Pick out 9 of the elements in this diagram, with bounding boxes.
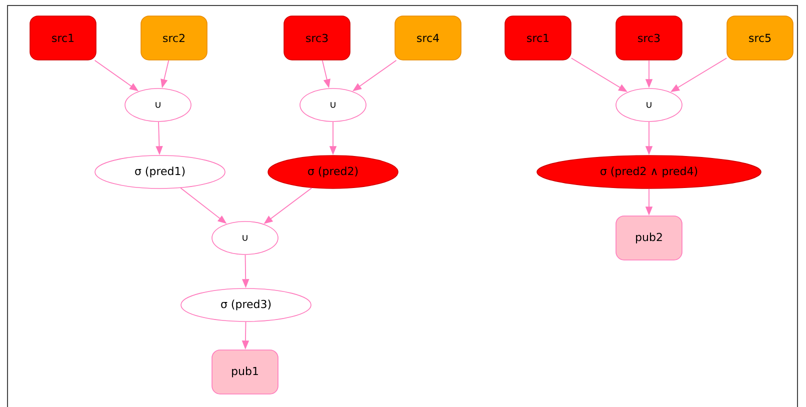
source-box: src1 [30, 16, 96, 60]
publisher-box: pub1 [212, 350, 278, 394]
source-box: src3 [284, 16, 350, 60]
source-box: src1 [504, 16, 572, 60]
source-box: src5 [726, 16, 794, 60]
publisher-box: pub2 [616, 216, 682, 260]
source-box: src3 [616, 16, 682, 60]
source-box: src2 [140, 16, 208, 60]
source-box: src4 [394, 16, 462, 60]
